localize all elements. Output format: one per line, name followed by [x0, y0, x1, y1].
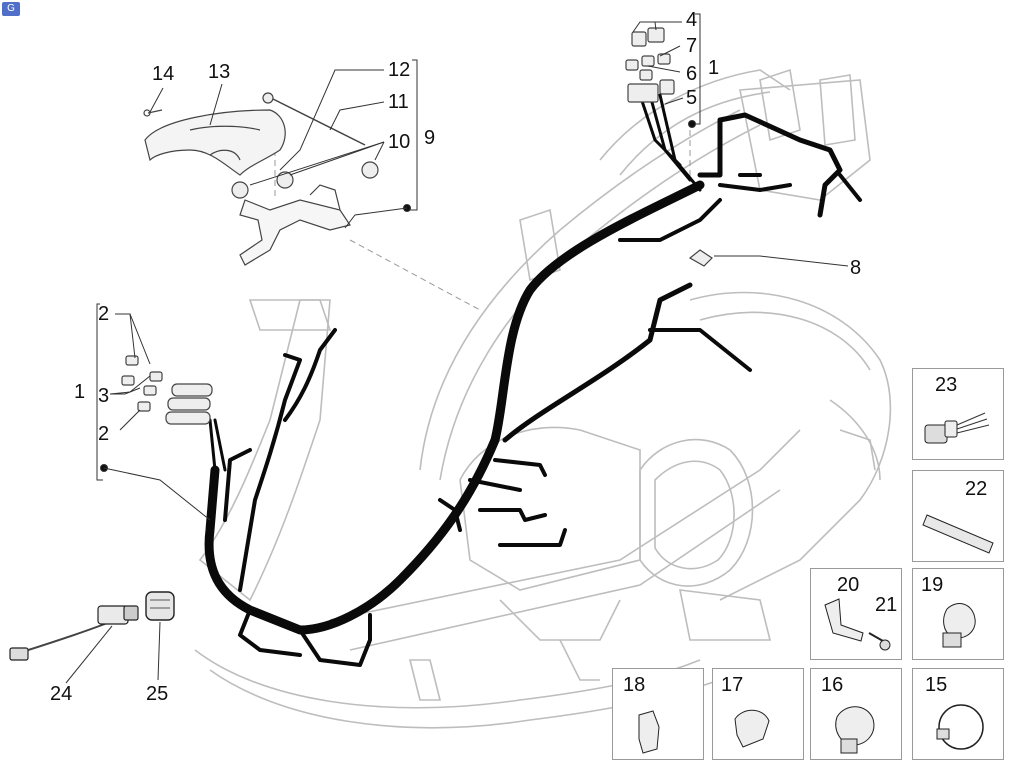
cable-tie-icon [936, 704, 984, 750]
sleeve-tube-icon [922, 514, 994, 554]
part-box-label: 19 [921, 574, 944, 596]
part-box-20-21: 20 21 [810, 568, 902, 660]
part-box-label: 23 [935, 374, 958, 396]
callout-24: 24 [50, 683, 73, 705]
clamp-icon [942, 603, 976, 648]
part-box-19: 19 [912, 568, 1004, 660]
callout-2-bottom: 2 [98, 423, 110, 445]
connector-with-leads-icon [924, 412, 990, 444]
callout-5: 5 [686, 87, 698, 109]
part-box-16: 16 [810, 668, 902, 760]
callout-7: 7 [686, 35, 698, 57]
cable-clamp-icon [835, 706, 875, 754]
part-box-label: 16 [821, 674, 844, 696]
leader-lines [65, 13, 849, 684]
part-box-18: 18 [612, 668, 704, 760]
part-box-label: 17 [721, 674, 744, 696]
fuse-relay-group [625, 27, 675, 103]
part-box-17: 17 [712, 668, 804, 760]
callout-1-top: 1 [708, 57, 720, 79]
bracket-icon [824, 598, 891, 651]
callout-8: 8 [850, 257, 862, 279]
callout-1-left: 1 [74, 381, 86, 403]
wiring-harness [204, 93, 862, 667]
connector-cable-24 [9, 605, 139, 661]
part-box-label: 22 [965, 478, 988, 500]
callout-14: 14 [152, 63, 175, 85]
cable-clip-icon [734, 709, 770, 748]
callout-10: 10 [388, 131, 411, 153]
part-box-label: 20 [837, 574, 860, 596]
handlebar-cover-group [143, 92, 379, 266]
callout-2-top: 2 [98, 303, 110, 325]
callout-13: 13 [208, 61, 231, 83]
callout-9: 9 [424, 127, 436, 149]
callout-25: 25 [146, 683, 169, 705]
callout-12: 12 [388, 59, 411, 81]
callout-6: 6 [686, 63, 698, 85]
callout-4: 4 [686, 9, 698, 31]
part-box-label: 18 [623, 674, 646, 696]
fuse-holder-group [121, 249, 713, 425]
callout-3: 3 [98, 385, 110, 407]
part-box-23: 23 [912, 368, 1004, 460]
rubber-cap-25 [145, 591, 175, 621]
part-box-label: 15 [925, 674, 948, 696]
part-box-label: 21 [875, 594, 898, 616]
part-box-22: 22 [912, 470, 1004, 562]
part-box-15: 15 [912, 668, 1004, 760]
clip-icon [638, 710, 660, 754]
callout-11: 11 [388, 91, 409, 113]
translate-icon[interactable]: G [2, 2, 20, 16]
